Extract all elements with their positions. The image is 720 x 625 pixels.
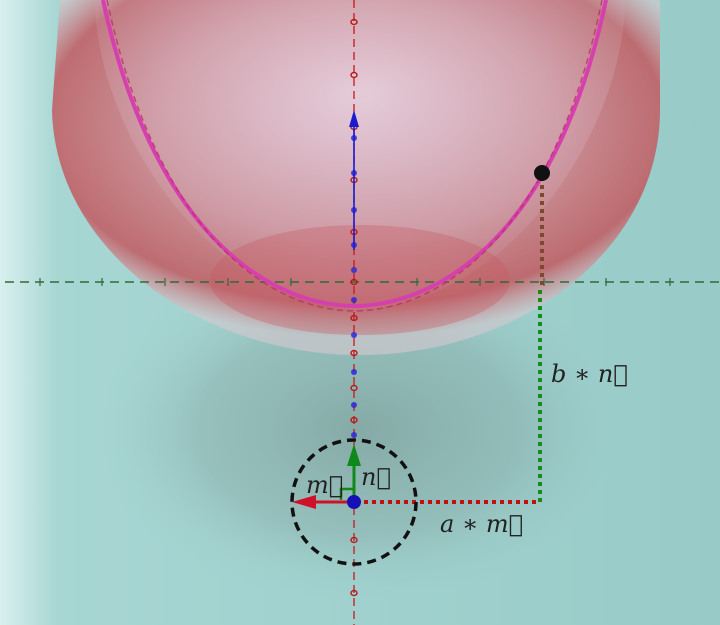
surface-shadow xyxy=(90,255,630,605)
axis-point xyxy=(350,71,358,79)
curve-point[interactable] xyxy=(534,165,550,181)
right-angle-marker xyxy=(339,487,354,500)
axis-point xyxy=(350,314,358,322)
b-times-n-label: b ∗ n⃗ xyxy=(551,360,628,388)
axis-point xyxy=(350,589,358,597)
axis-point xyxy=(351,297,357,303)
axis-vector-arrowhead xyxy=(349,110,359,127)
axis-point xyxy=(351,332,357,338)
axis-point xyxy=(350,536,358,544)
axis-point xyxy=(350,18,358,26)
axis-point xyxy=(351,402,357,408)
m-vector-arrowhead xyxy=(292,495,316,509)
m-vector-label: m⃗ xyxy=(306,471,343,499)
axis-point xyxy=(351,267,357,273)
n-vector-arrowhead xyxy=(347,444,361,466)
axis-point xyxy=(350,278,358,286)
a-times-m-label: a ∗ m⃗ xyxy=(440,510,523,538)
origin-point[interactable] xyxy=(347,495,361,509)
axis-point xyxy=(350,384,358,392)
axis-point xyxy=(350,416,358,424)
axis-point xyxy=(351,369,357,375)
axis-point xyxy=(350,349,358,357)
n-vector-label: n⃗ xyxy=(361,463,391,491)
axis-point xyxy=(351,432,357,438)
origin-circle xyxy=(290,438,418,566)
